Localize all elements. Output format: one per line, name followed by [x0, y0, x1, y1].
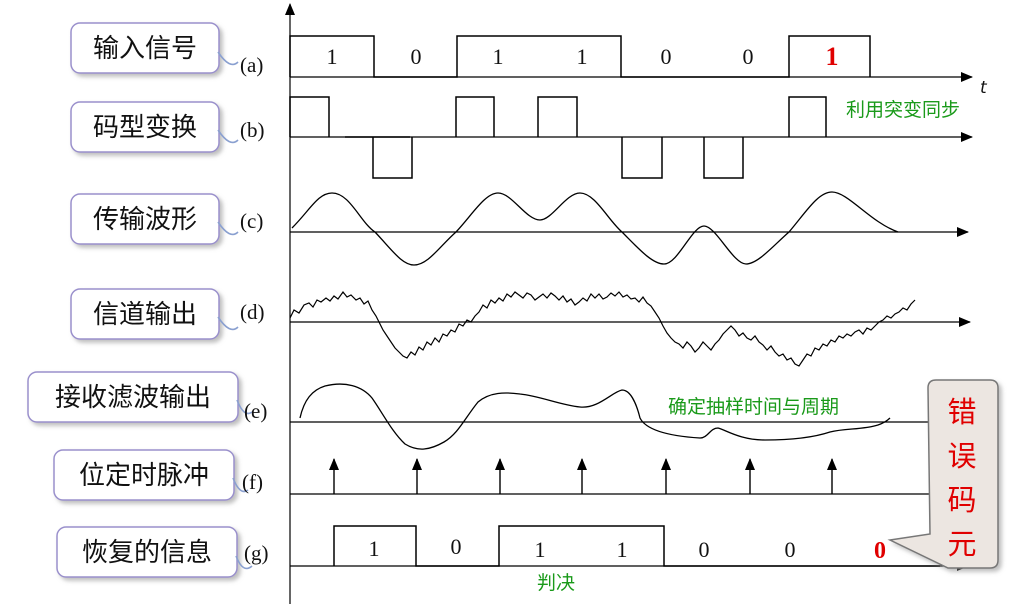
- tag-e: (e): [244, 399, 267, 423]
- recovered-bit: 1: [617, 537, 628, 562]
- label-code-conversion: 码型变换: [93, 113, 197, 143]
- tag-d: (d): [240, 300, 265, 324]
- label-box-d: [70, 288, 220, 340]
- code-pulse: [537, 96, 578, 137]
- tag-c: (c): [240, 209, 263, 233]
- waveform-f: [290, 458, 969, 499]
- callout-char: 误: [947, 439, 976, 473]
- waveform-g: 1 0 1 1 0 0 0 判决: [290, 525, 969, 594]
- input-bit: 0: [411, 44, 422, 69]
- tag-f: (f): [242, 470, 263, 494]
- callout-char: 码: [947, 483, 976, 517]
- label-box-g: [56, 526, 238, 578]
- callout-char: 元: [947, 527, 976, 561]
- tag-connector-d: [217, 316, 239, 331]
- code-pulse: [372, 137, 413, 179]
- waveform-e: 确定抽样时间与周期: [290, 383, 969, 450]
- input-error-bit: 1: [826, 42, 839, 71]
- recovered-bit: 0: [451, 534, 462, 559]
- waveform-b: 利用突变同步: [289, 96, 973, 179]
- callout-bubble: [887, 379, 999, 569]
- tag-connector-b: [217, 129, 239, 144]
- tag-g: (g): [244, 541, 269, 565]
- recovered-bit: 1: [369, 536, 380, 561]
- code-pulse: [788, 96, 827, 137]
- tag-a: (a): [240, 53, 263, 77]
- recovered-bit: 0: [699, 537, 710, 562]
- channel-output-trace: [289, 291, 916, 367]
- label-box-e: [27, 371, 239, 423]
- tag-connector-c: [217, 221, 239, 236]
- code-pulse: [703, 137, 744, 179]
- input-signal-trace: [289, 35, 871, 78]
- waveform-a: t 1 0 1 1 0 0 1: [289, 35, 988, 98]
- waveform-c: [290, 191, 969, 266]
- input-bit: 0: [661, 44, 672, 69]
- tag-connector-e: [236, 399, 253, 415]
- error-callout: 错 误 码 元: [887, 379, 999, 569]
- label-recovered-info: 恢复的信息: [82, 538, 212, 568]
- label-box-b: [70, 101, 220, 153]
- tag-b: (b): [240, 118, 265, 142]
- callout-char: 错: [947, 395, 976, 429]
- row-tags: [217, 51, 253, 570]
- code-pulse: [455, 96, 495, 137]
- label-box-f: [53, 449, 235, 501]
- input-bit: 0: [743, 44, 754, 69]
- code-pulse: [621, 137, 663, 179]
- tag-connector-f: [232, 477, 249, 493]
- code-pulse: [289, 96, 330, 137]
- input-bit: 1: [493, 44, 504, 69]
- tag-connector-a: [217, 51, 239, 66]
- row-labels: 输入信号 码型变换 传输波形 信道输出 接收滤波输出 位定时脉冲 恢复的信息: [27, 22, 239, 578]
- decision-annotation: 判决: [537, 572, 575, 594]
- sync-annotation: 利用突变同步: [846, 99, 960, 121]
- recovered-bit: 1: [535, 537, 546, 562]
- recovered-signal-trace: [333, 525, 940, 567]
- label-transmit-waveform: 传输波形: [93, 205, 197, 235]
- label-box-c: [70, 193, 220, 245]
- input-bit-labels: 1 0 1 1 0 0 1: [327, 42, 839, 71]
- tag-connector-g: [235, 555, 253, 570]
- receive-filter-trace: [299, 383, 891, 450]
- label-bit-timing-pulse: 位定时脉冲: [79, 461, 209, 491]
- label-input-signal: 输入信号: [93, 34, 197, 64]
- input-bit: 1: [577, 44, 588, 69]
- label-box-a: [70, 22, 220, 74]
- waveform-d: [289, 291, 971, 367]
- time-axis-label: t: [980, 78, 988, 98]
- transmit-waveform-trace: [291, 191, 899, 266]
- input-bit: 1: [327, 44, 338, 69]
- sample-annotation: 确定抽样时间与周期: [668, 396, 839, 418]
- label-channel-output: 信道输出: [93, 300, 197, 330]
- recovered-error-bit: 0: [874, 538, 886, 564]
- label-receive-filter-output: 接收滤波输出: [55, 383, 211, 413]
- recovered-bit: 0: [785, 537, 796, 562]
